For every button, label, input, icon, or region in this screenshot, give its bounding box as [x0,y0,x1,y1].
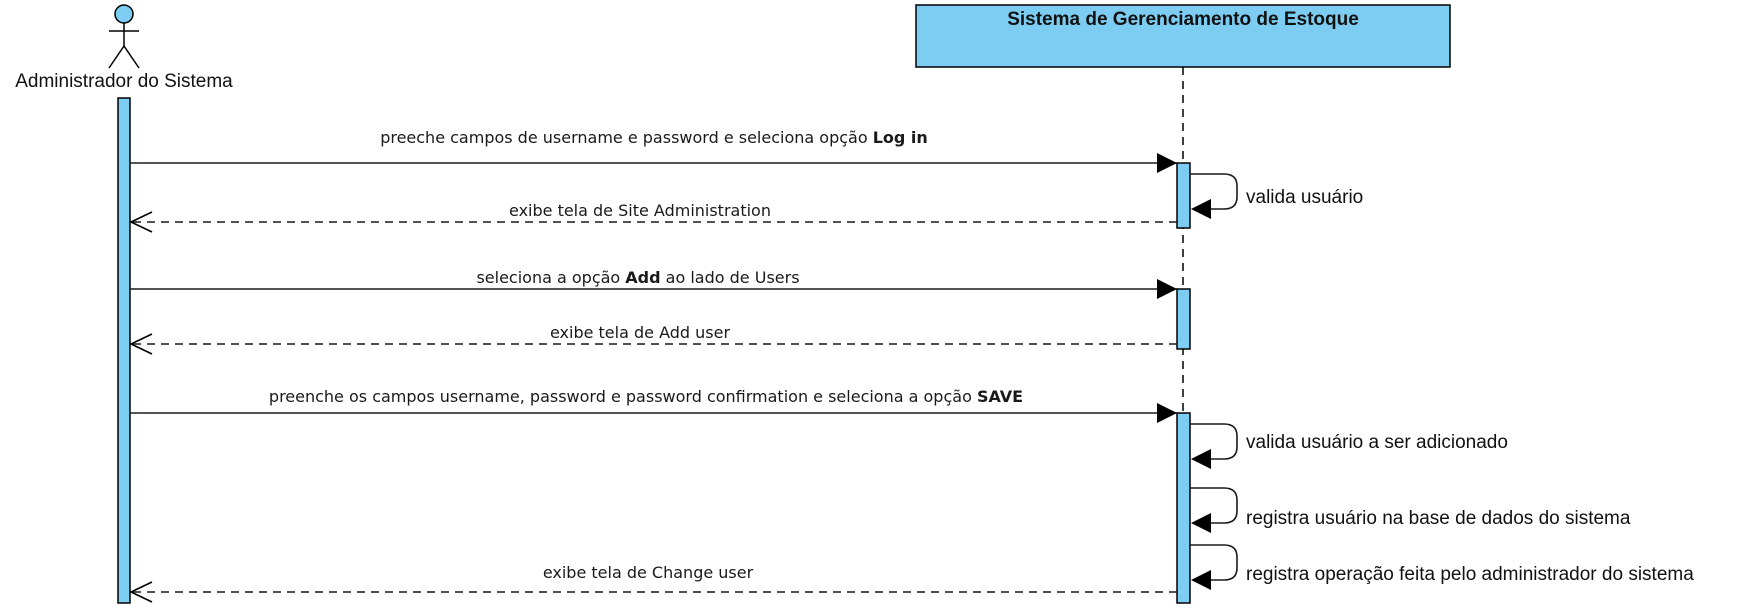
actor-leg-left [108,45,125,69]
self-call-arrow-3 [1190,487,1238,524]
system-activation-2 [1176,288,1191,350]
actor-leg-right [123,45,140,69]
return-arrowhead-change-user [129,581,153,603]
self-call-label-3: registra usuário na base de dados do sis… [1246,508,1631,529]
self-call-arrowhead-1 [1191,199,1211,219]
system-lifeline-box [915,4,1451,68]
actor-label: Administrador do Sistema [15,71,233,92]
actor-head [114,4,134,24]
message-label-save: preenche os campos username, password e … [269,387,1023,406]
message-label-add: seleciona a opção Add ao lado de Users [476,268,799,287]
self-call-arrowhead-4 [1191,570,1211,590]
self-call-label-2: valida usuário a ser adicionado [1246,432,1508,453]
self-call-arrowhead-3 [1191,513,1211,533]
self-call-label-1: valida usuário [1246,187,1363,208]
self-call-arrow-4 [1190,544,1238,581]
return-label-add-user: exibe tela de Add user [550,323,730,342]
actor-figure [108,4,140,69]
self-call-arrow-1 [1190,173,1238,210]
return-label-site-admin: exibe tela de Site Administration [509,201,771,220]
system-title: Sistema de Gerenciamento de Estoque [1007,9,1359,30]
message-label-login: preeche campos de username e password e … [380,128,928,147]
return-label-change-user: exibe tela de Change user [543,563,754,582]
return-arrowhead-site-admin [129,211,153,233]
self-call-label-4: registra operação feita pelo administrad… [1246,564,1694,585]
system-activation-1 [1176,162,1191,229]
self-call-arrow-2 [1190,423,1238,460]
return-arrowhead-add-user [129,333,153,355]
system-activation-3 [1176,412,1191,604]
actor-activation-bar [117,97,131,604]
self-call-arrowhead-2 [1191,449,1211,469]
